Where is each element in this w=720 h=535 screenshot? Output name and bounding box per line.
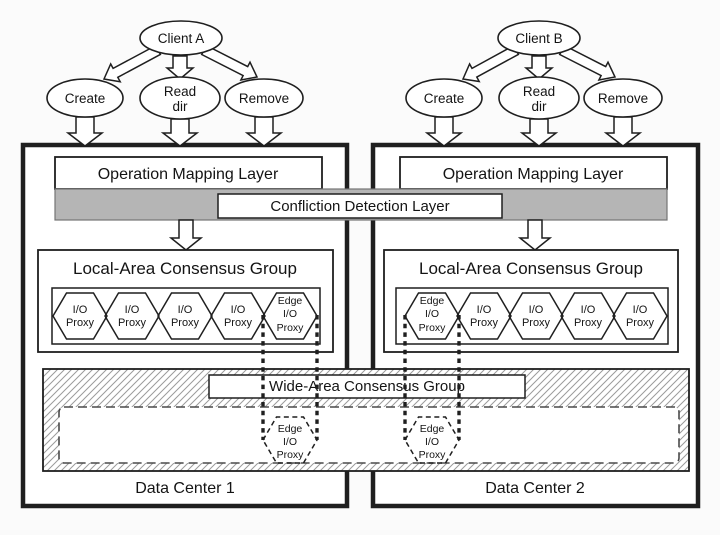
read-dir-1-label-line2: dir: [172, 99, 188, 114]
wide-edge-io-proxy-label: Edge: [420, 423, 445, 435]
client-a-create-arrow: [102, 44, 162, 83]
io-proxy-label: I/O: [477, 304, 492, 316]
wide-edge-io-proxy-label: I/O: [283, 436, 297, 448]
create-2-node: [405, 78, 483, 118]
wide-area-label-box: [208, 374, 526, 399]
io-proxy-label: Proxy: [224, 317, 253, 329]
remove-1-label: Remove: [239, 91, 289, 106]
create-1-label: Create: [65, 91, 106, 106]
wide-edge-io-proxy-label: Proxy: [419, 449, 447, 461]
confliction-detection-label: Confliction Detection Layer: [270, 198, 449, 215]
operation-mapping-layer-1: Operation Mapping Layer: [54, 156, 323, 190]
io-proxy-label: Proxy: [470, 317, 499, 329]
read-dir-2-node: [498, 76, 580, 120]
io-proxy-hexagon: [52, 292, 108, 340]
client-a-label: Client A: [158, 31, 205, 46]
io-proxy-label: I/O: [581, 304, 596, 316]
confliction-detection-layer: Confliction Detection Layer: [54, 188, 668, 221]
io-proxy-label: I/O: [125, 304, 140, 316]
remove-2-label: Remove: [598, 91, 648, 106]
edge-io-proxy-label: I/O: [283, 308, 297, 320]
io-proxy-label: I/O: [73, 304, 88, 316]
create-2-down-arrow: [424, 116, 464, 147]
operation-mapping-layer-2-label: Operation Mapping Layer: [443, 166, 624, 183]
io-proxy-label: Proxy: [171, 317, 200, 329]
local-area-group-right-inner-box: [395, 287, 669, 345]
io-proxy-hexagon: [456, 292, 512, 340]
read-dir-1-node: [139, 76, 221, 120]
edge-io-proxy-label: I/O: [425, 308, 439, 320]
client-a-node: [139, 20, 223, 56]
io-proxy-label: I/O: [178, 304, 193, 316]
io-proxy-hexagon: [157, 292, 213, 340]
client-a-read-arrow: [164, 55, 196, 80]
io-proxy-label: I/O: [529, 304, 544, 316]
create-1-down-arrow: [65, 116, 105, 147]
client-b-create-arrow: [461, 44, 520, 83]
wide-edge-io-proxy-label: Edge: [278, 423, 303, 435]
local-area-group-right: Local-Area Consensus Group Edge I/O Prox…: [383, 249, 679, 353]
confliction-to-local-arrow-1: [168, 219, 204, 251]
wide-edge-io-proxy-label: I/O: [425, 436, 439, 448]
client-b-read-arrow: [523, 55, 555, 80]
confliction-to-local-arrow-2: [517, 219, 553, 251]
io-proxy-hexagon: [210, 292, 266, 340]
client-a-cluster: Client A Create Read dir Remove: [46, 20, 304, 147]
create-2-label: Create: [424, 91, 465, 106]
io-proxy-hexagon: [560, 292, 616, 340]
wide-edge-io-proxy-label: Proxy: [277, 449, 305, 461]
local-area-group-right-title: Local-Area Consensus Group: [419, 259, 643, 278]
wide-area-consensus-group: Wide-Area Consensus Group Edge I/O Proxy…: [42, 368, 690, 472]
client-b-node: [497, 20, 581, 56]
operation-mapping-layer-1-label: Operation Mapping Layer: [98, 166, 279, 183]
io-proxy-label: I/O: [231, 304, 246, 316]
io-proxy-hexagon: [508, 292, 564, 340]
operation-mapping-layer-2: Operation Mapping Layer: [399, 156, 668, 190]
edge-io-proxy-label: Proxy: [419, 322, 447, 334]
wide-area-label: Wide-Area Consensus Group: [269, 378, 465, 395]
io-proxy-label: Proxy: [118, 317, 147, 329]
local-area-group-left: Local-Area Consensus Group I/O Proxy I/O…: [37, 249, 334, 353]
confliction-detection-label-box: [217, 193, 503, 219]
wide-area-inner-dashed-box: [58, 406, 680, 464]
io-proxy-label: Proxy: [626, 317, 655, 329]
remove-1-down-arrow: [244, 116, 284, 147]
data-center-1-label: Data Center 1: [135, 480, 235, 497]
remove-1-node: [224, 78, 304, 118]
io-proxy-label: Proxy: [522, 317, 551, 329]
io-proxy-hexagon: [104, 292, 160, 340]
read-2-down-arrow: [519, 118, 559, 147]
operation-mapping-layer-1-box: [54, 156, 323, 190]
client-b-label: Client B: [515, 31, 562, 46]
read-1-down-arrow: [160, 118, 200, 147]
remove-2-node: [583, 78, 663, 118]
read-dir-2-label-line2: dir: [531, 99, 547, 114]
io-proxy-label: I/O: [633, 304, 648, 316]
edge-io-proxy-label: Edge: [420, 295, 445, 307]
read-dir-2-label-line1: Read: [523, 84, 555, 99]
data-center-2-label: Data Center 2: [485, 480, 585, 497]
io-proxy-label: Proxy: [574, 317, 603, 329]
create-1-node: [46, 78, 124, 118]
edge-io-proxy-label: Edge: [278, 295, 303, 307]
read-dir-1-label-line1: Read: [164, 84, 196, 99]
remove-2-down-arrow: [603, 116, 643, 147]
io-proxy-hexagon: [612, 292, 668, 340]
edge-io-proxy-label: Proxy: [277, 322, 305, 334]
client-b-cluster: Client B Create Read dir Remove: [405, 20, 663, 147]
local-area-group-left-title: Local-Area Consensus Group: [73, 259, 297, 278]
io-proxy-label: Proxy: [66, 317, 95, 329]
